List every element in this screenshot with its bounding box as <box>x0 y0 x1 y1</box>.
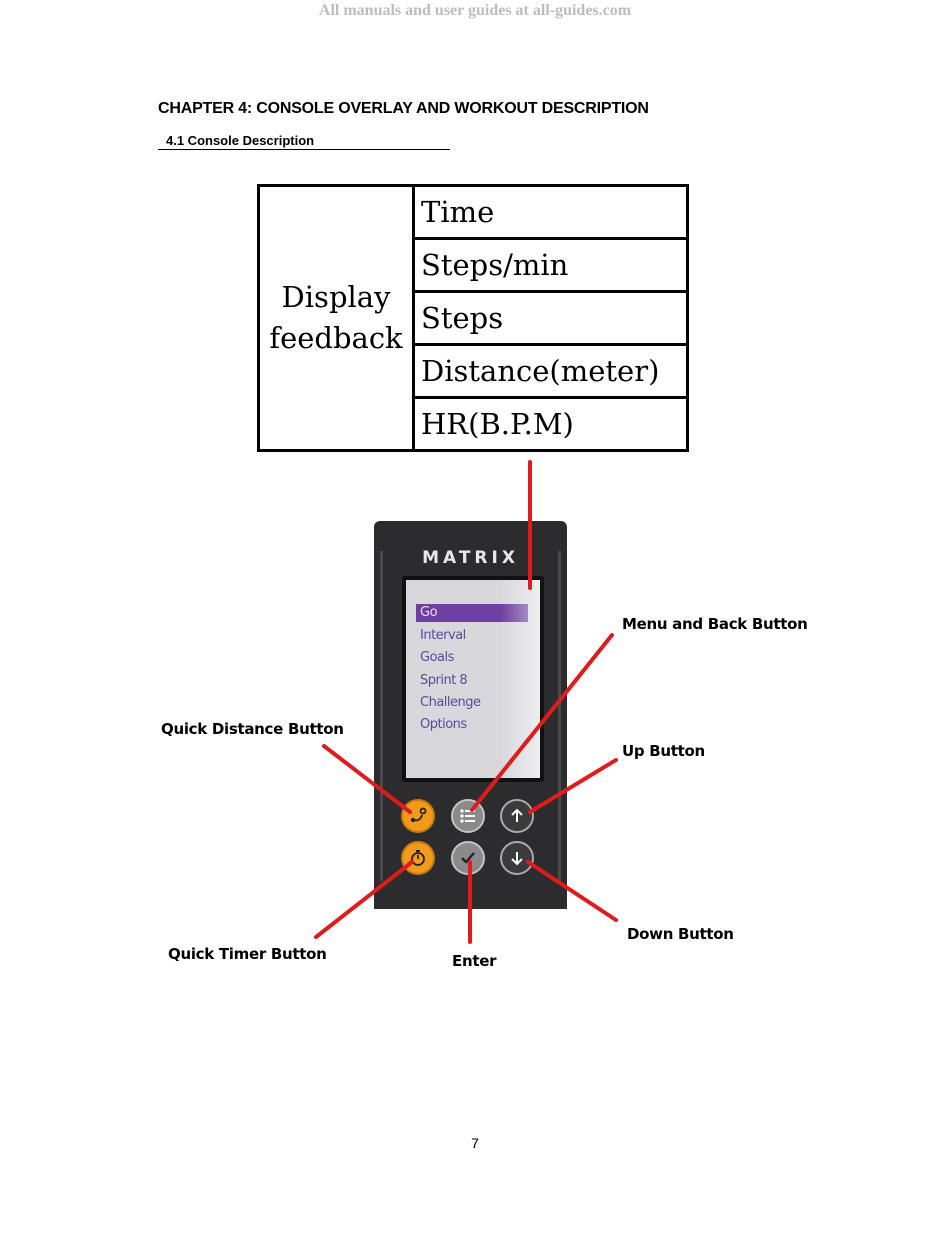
chapter-title: CHAPTER 4: CONSOLE OVERLAY AND WORKOUT D… <box>158 100 649 117</box>
display-feedback-label: Display feedback <box>257 184 415 452</box>
down-button[interactable] <box>500 841 534 875</box>
menu-item-options[interactable]: Options <box>420 717 467 732</box>
list-icon <box>460 809 475 823</box>
feedback-row-steps-per-min: Steps/min <box>412 237 689 293</box>
quick-distance-button[interactable] <box>401 799 435 833</box>
quick-distance-callout-line <box>322 744 412 814</box>
display-feedback-table: Display feedback Time Steps/min Steps Di… <box>257 184 689 452</box>
quick-timer-callout-line <box>314 860 414 939</box>
check-icon <box>461 852 475 864</box>
watermark: All manuals and user guides at all-guide… <box>318 2 632 19</box>
timer-icon <box>411 850 425 866</box>
quick-distance-label: Quick Distance Button <box>161 720 344 738</box>
menu-item-goals[interactable]: Goals <box>420 650 454 665</box>
display-feedback-line1: Display <box>281 280 391 314</box>
brand-logo: MATRIX <box>422 548 519 568</box>
menu-back-button[interactable] <box>451 799 485 833</box>
menu-back-callout-line <box>470 633 614 812</box>
up-button-label: Up Button <box>622 742 705 760</box>
feedback-row-distance: Distance(meter) <box>412 343 689 399</box>
display-feedback-line2: feedback <box>269 321 403 355</box>
down-callout-line <box>526 860 618 922</box>
up-callout-line <box>528 758 618 814</box>
screen-glare <box>500 580 540 778</box>
section-title: 4.1 Console Description <box>158 133 450 150</box>
enter-label: Enter <box>452 952 497 970</box>
console-edge-left <box>380 551 383 881</box>
console-edge-right <box>558 551 561 881</box>
quick-timer-button[interactable] <box>401 841 435 875</box>
page-number: 7 <box>471 1135 479 1151</box>
feedback-row-steps: Steps <box>412 290 689 346</box>
menu-item-challenge[interactable]: Challenge <box>420 695 481 710</box>
menu-back-label: Menu and Back Button <box>622 615 808 633</box>
quick-timer-label: Quick Timer Button <box>168 945 327 963</box>
menu-item-interval[interactable]: Interval <box>420 628 466 643</box>
feedback-row-heart-rate: HR(B.P.M) <box>412 396 689 452</box>
menu-item-sprint8[interactable]: Sprint 8 <box>420 673 468 688</box>
up-button[interactable] <box>500 799 534 833</box>
feedback-row-time: Time <box>412 184 689 240</box>
arrow-down-icon <box>511 852 523 866</box>
arrow-up-icon <box>511 808 523 822</box>
down-button-label: Down Button <box>627 925 734 943</box>
route-icon <box>410 807 427 823</box>
